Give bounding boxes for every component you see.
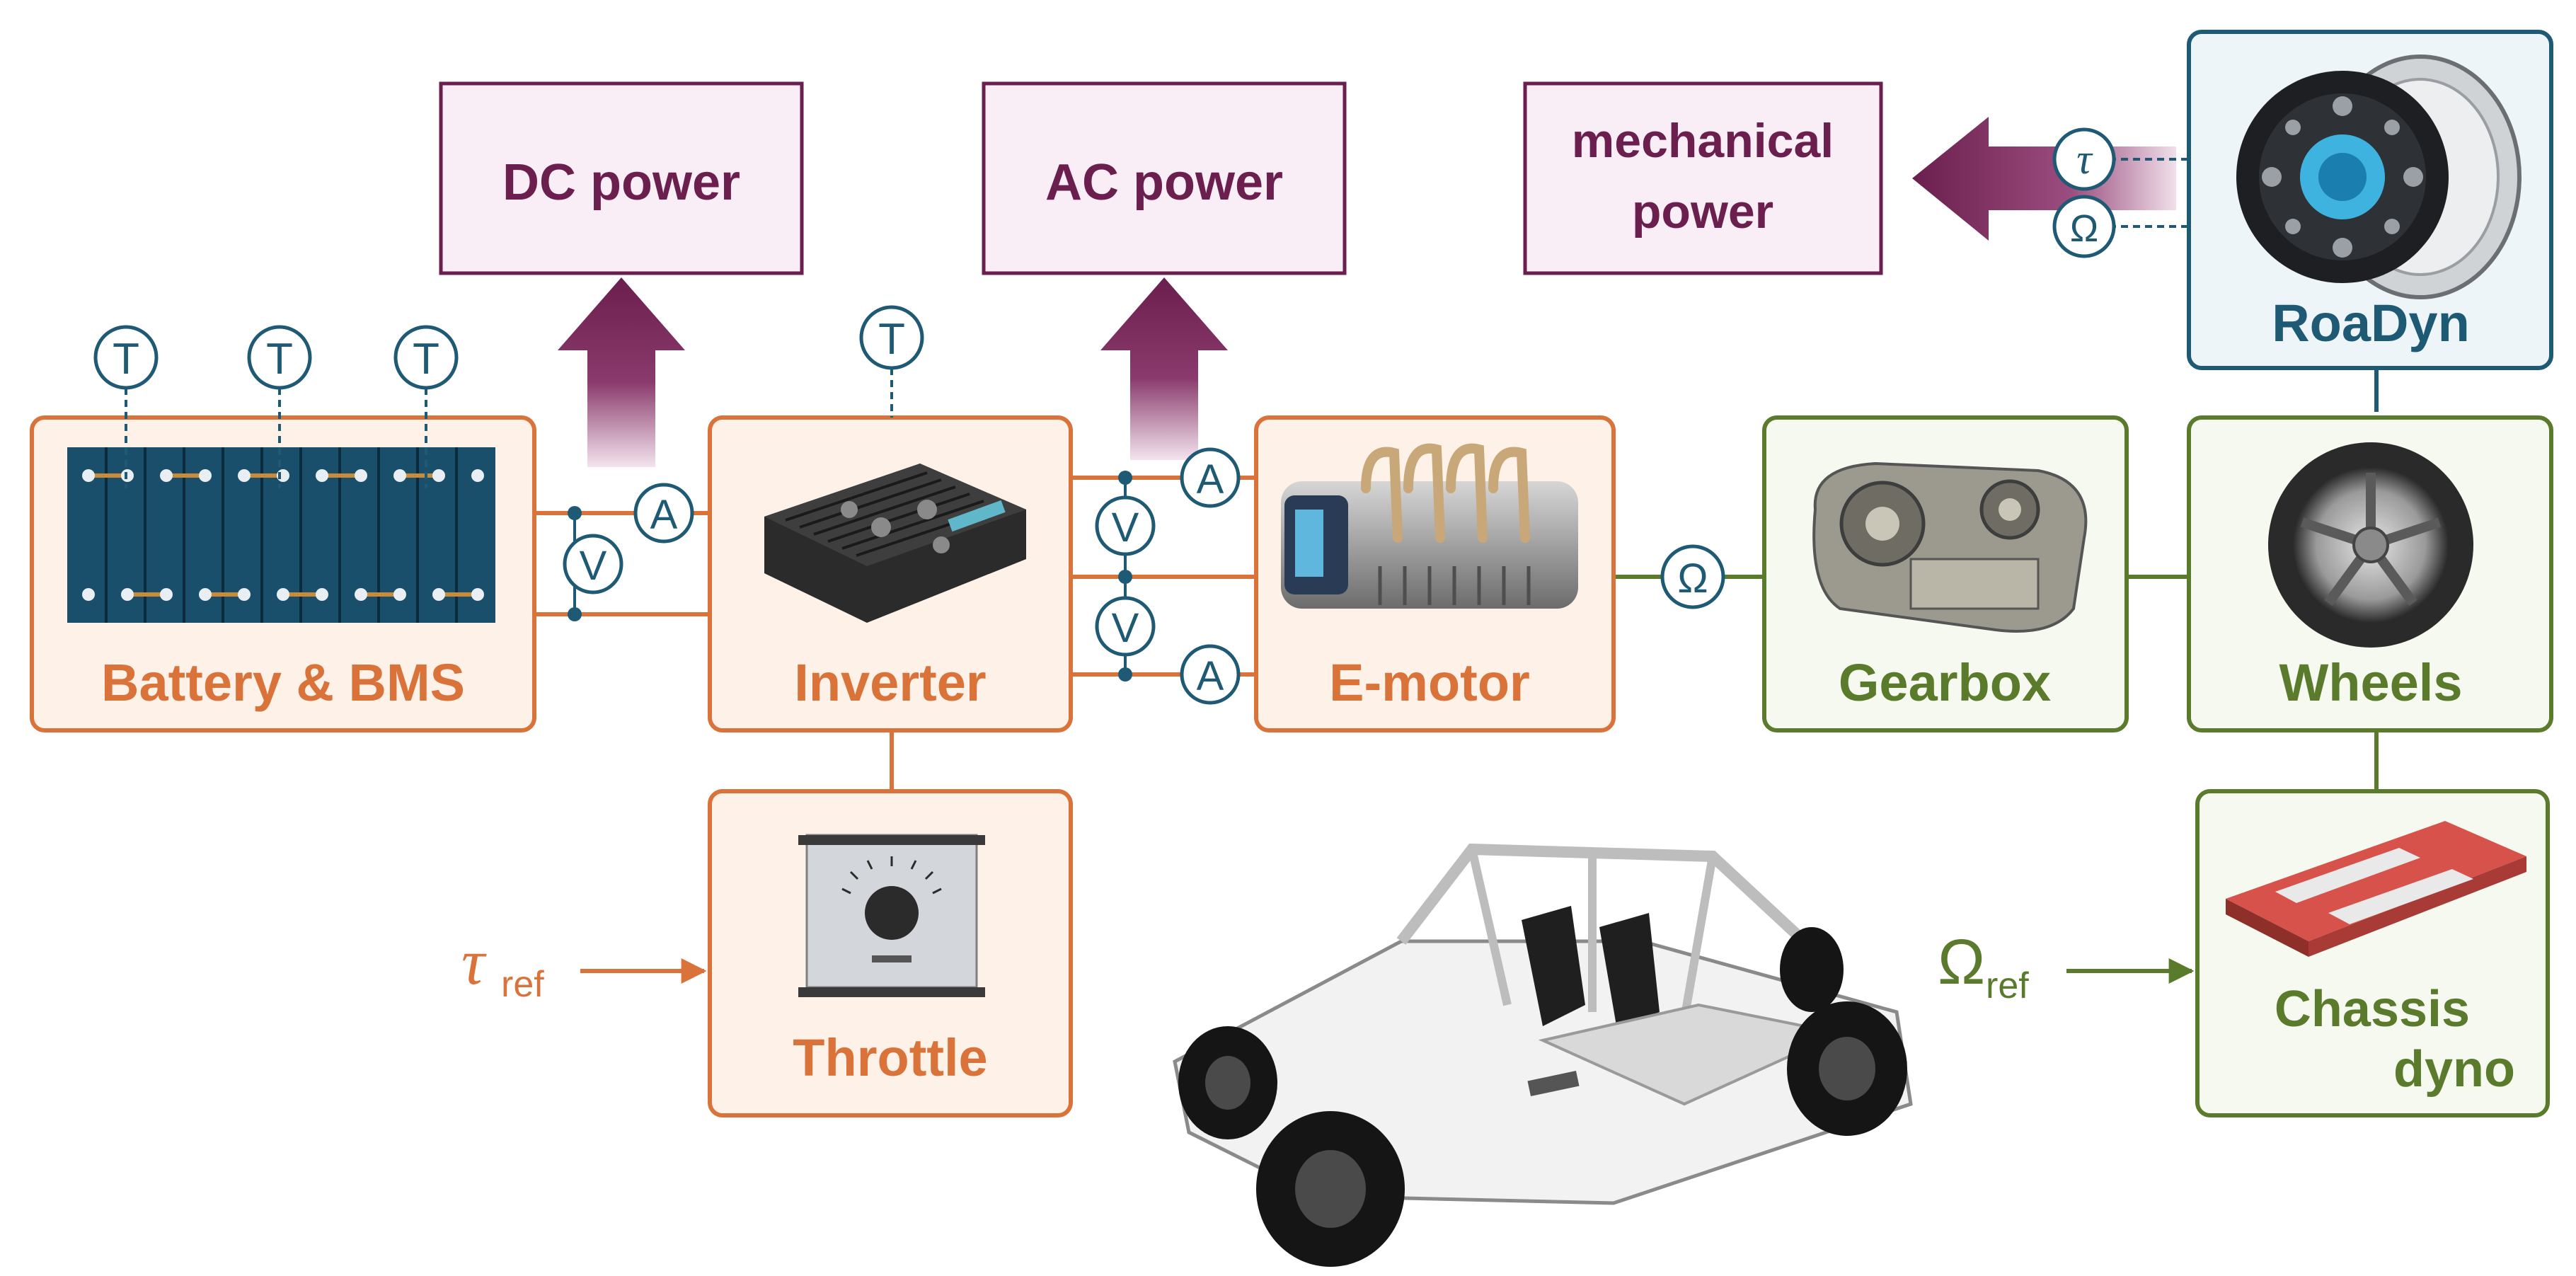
speed-reference-input: Ω ref [1938,927,2195,1006]
temp-sensor-battery-2: T [247,325,312,390]
mechanical-power-label-line2: power [1632,185,1773,238]
svg-text:A: A [1197,653,1224,699]
speed-ref-symbol: Ω [1938,927,1985,998]
throttle-label: Throttle [793,1028,987,1087]
dc-voltage-sensor: V [563,506,623,621]
roadyn-output-lines [2109,158,2189,228]
ac-current-sensor-2: A [1180,644,1241,705]
temp-sensor-battery-3: T [393,325,459,390]
ac-power-label: AC power [1045,154,1283,211]
temp-sensor-battery-1: T [93,325,159,390]
svg-text:V: V [1112,505,1139,551]
torque-sensor: τ [2052,127,2116,191]
throttle-dial-icon [798,834,985,997]
ac-current-sensor-1: A [1180,447,1241,508]
battery-temp-sensors [125,388,427,488]
inverter-box: Inverter [708,415,1073,732]
speed-ref-subscript: ref [1986,965,2029,1006]
svg-text:T: T [878,315,905,364]
dc-current-sensor: A [633,483,694,544]
ac-voltage-sensor-1: V [1095,495,1156,556]
chassis-dyno-platform-icon [2226,821,2526,957]
dc-power-box: DC power [439,81,804,275]
throttle-box: Throttle [708,789,1073,1117]
svg-text:T: T [266,335,293,384]
chassis-dyno-box: Chassis dyno [2195,789,2550,1117]
battery-bms-box: Battery & BMS [30,415,536,732]
ac-voltage-sensor-2: V [1095,596,1156,657]
wheels-label: Wheels [2279,653,2462,712]
dc-power-label: DC power [502,154,740,211]
svg-text:A: A [650,492,678,538]
mechanical-power-label-line1: mechanical [1572,114,1834,168]
battery-label: Battery & BMS [101,653,465,712]
connection-lines [534,368,2379,791]
inverter-label: Inverter [794,653,986,712]
roadyn-box: RoaDyn [2187,30,2553,370]
torque-ref-subscript: ref [501,964,544,1005]
svg-text:τ: τ [2076,136,2093,183]
svg-text:V: V [1112,605,1139,651]
inverter-unit-icon [764,464,1026,623]
ac-power-box: AC power [982,81,1347,275]
gearbox-box: Gearbox [1762,415,2129,732]
ac-power-arrow [1100,277,1228,460]
roadyn-label: RoaDyn [2272,294,2470,352]
svg-text:T: T [113,335,139,384]
wheels-box: Wheels [2187,415,2553,732]
gearbox-icon [1812,461,2088,633]
battery-pack-icon [67,447,495,623]
svg-text:Ω: Ω [2070,207,2098,250]
electric-motor-icon [1281,443,1578,609]
chassis-label-line2: dyno [2393,1041,2515,1098]
motor-speed-sensor: Ω [1660,544,1725,609]
temp-sensor-inverter: T [859,305,924,418]
chassis-label-line1: Chassis [2275,981,2470,1038]
svg-text:V: V [580,543,607,589]
dc-power-arrow [558,277,685,467]
mechanical-power-arrow [1912,117,2176,241]
go-kart-vehicle-icon [1173,843,1913,1267]
roadyn-sensor-hub-icon [2236,54,2522,299]
svg-text:Ω: Ω [1677,556,1708,602]
gearbox-label: Gearbox [1839,653,2051,712]
mechanical-power-box: mechanical power [1523,81,1883,275]
emotor-label: E-motor [1329,653,1530,712]
wheel-icon [2268,442,2473,648]
torque-ref-symbol: τ [461,926,487,998]
svg-text:T: T [413,335,439,384]
emotor-box: E-motor [1254,415,1616,732]
svg-text:A: A [1197,456,1224,502]
speed-sensor-roadyn: Ω [2052,195,2116,258]
torque-reference-input: τ ref [461,926,707,1005]
